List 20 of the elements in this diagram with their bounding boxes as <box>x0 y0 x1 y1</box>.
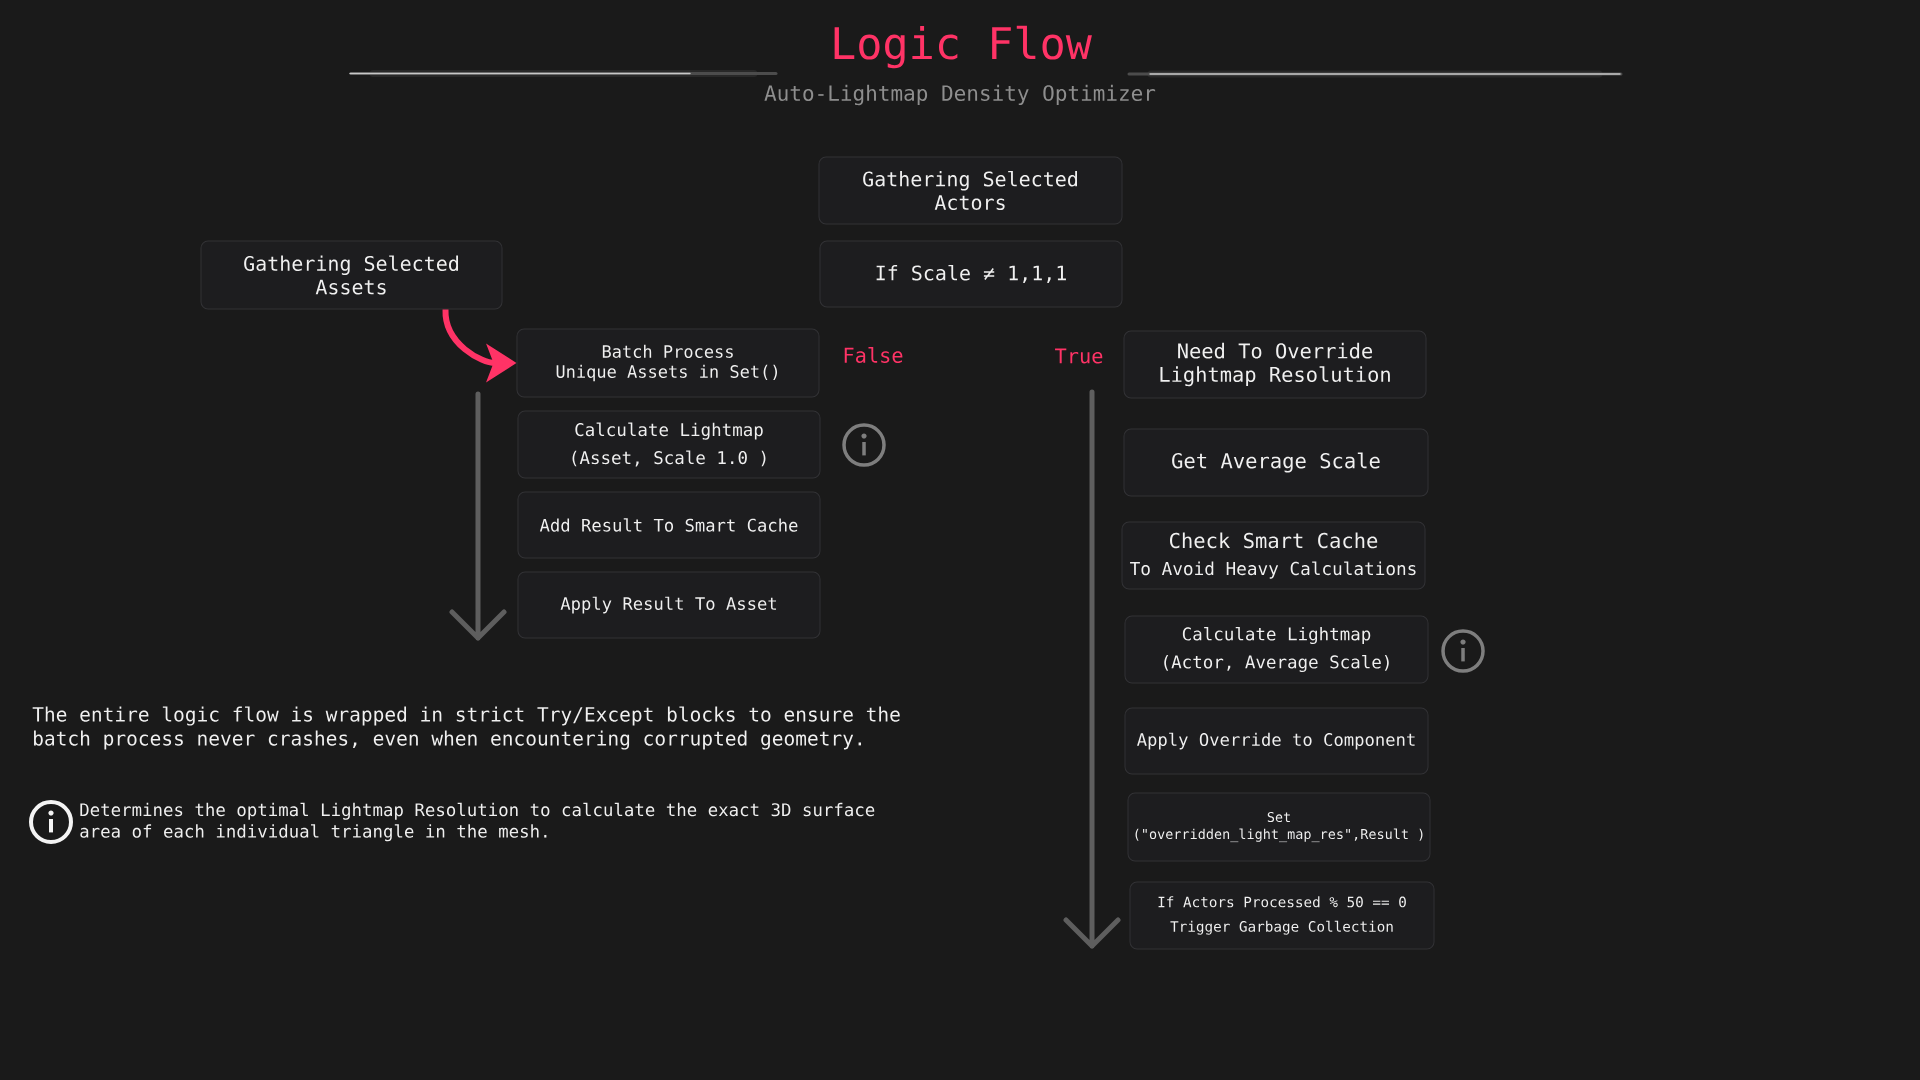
subtitle: Auto-Lightmap Density Optimizer <box>764 84 1156 106</box>
process-box: Calculate Lightmap (Asset, Scale 1.0 ) <box>517 410 821 479</box>
branch-label: False <box>844 347 903 363</box>
branch-label: True <box>1055 348 1103 364</box>
process-box: Apply Override to Component <box>1124 707 1429 775</box>
title: Logic Flow <box>834 25 1092 69</box>
process-box: Set ("overridden_light_map_res",Result ) <box>1127 792 1431 862</box>
process-box: Add Result To Smart Cache <box>517 491 821 559</box>
process-box: If Actors Processed % 50 == 0 Trigger Garbage Collection <box>1129 881 1435 950</box>
process-box: Calculate Lightmap (Actor, Average Scale) <box>1124 615 1429 684</box>
process-box: Batch Process Unique Assets in Set() <box>516 328 820 398</box>
note-text: Determines the optimal Lightmap Resolution to calculate the exact 3D surface area of each individual triangle in the mesh. <box>80 802 875 842</box>
process-box: Gathering Selected Actors <box>818 156 1123 225</box>
process-box: Gathering Selected Assets <box>200 240 503 310</box>
process-box: Check Smart Cache To Avoid Heavy Calculations <box>1121 521 1426 590</box>
process-box: Apply Result To Asset <box>517 571 821 639</box>
process-box: If Scale ≠ 1,1,1 <box>819 240 1123 308</box>
process-box: Get Average Scale <box>1123 428 1429 497</box>
note-text: The entire logic flow is wrapped in strict Try/Except blocks to ensure the batch process never crashes, even when encountering corrupted geometry. <box>32 706 900 750</box>
process-box: Need To Override Lightmap Resolution <box>1123 330 1427 399</box>
